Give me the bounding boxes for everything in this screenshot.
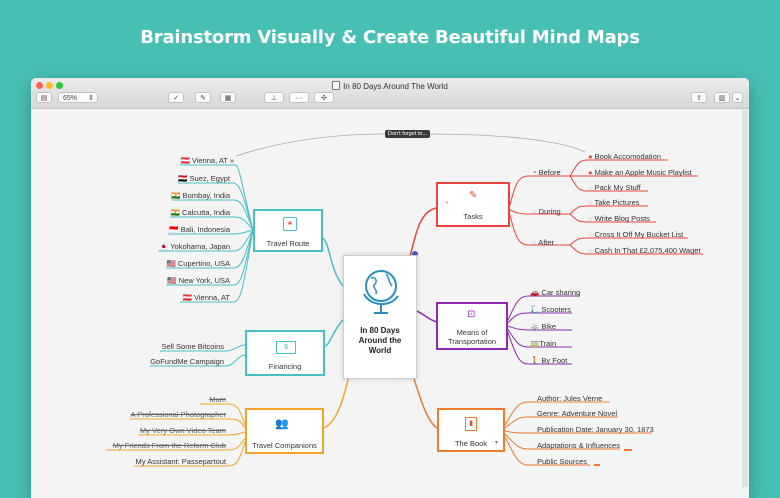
central-title: In 80 Days Around the World: [358, 326, 402, 355]
route-item-suez[interactable]: 🇪🇬 Suez, Egypt: [178, 174, 230, 183]
sidebar-toggle-button[interactable]: ▤: [36, 92, 52, 103]
tasks-node[interactable]: ◔ ✎ Tasks: [436, 182, 510, 227]
book-item-adaptations[interactable]: Adaptations & Influences: [537, 441, 620, 450]
book-item-genre[interactable]: Genre: Adventure Novel: [537, 409, 618, 418]
transport-item-foot[interactable]: 🚶 By Foot: [530, 356, 568, 365]
chevron-updown-icon: ⇕: [88, 95, 94, 102]
tooltip-label: Don't forget to...: [385, 130, 430, 138]
route-item-new-york[interactable]: 🇺🇸 New York, USA: [167, 276, 230, 285]
transport-node[interactable]: ⊡ Means of Transportation: [436, 302, 508, 350]
task-group-during[interactable]: ○ During: [532, 207, 561, 216]
book-item-publication-date[interactable]: Publication Date: January 30, 1873: [537, 425, 654, 434]
close-window-button[interactable]: [36, 82, 43, 89]
task-group-after[interactable]: ○ After: [532, 238, 555, 247]
book-item-public-sources[interactable]: Public Sources: [537, 457, 588, 466]
zoom-select[interactable]: 65%⇕: [58, 92, 98, 103]
tasks-title: Tasks: [463, 212, 483, 221]
transport-item-car[interactable]: 🚗 Car sharing: [530, 288, 581, 297]
share-button[interactable]: ⇪: [691, 92, 707, 103]
route-item-calcutta[interactable]: 🇮🇳 Calcutta, India: [170, 208, 230, 217]
travel-companions-node[interactable]: 👥 Travel Companions: [245, 408, 324, 454]
progress-icon: ○: [532, 207, 537, 216]
pin-icon: ✎: [469, 190, 478, 201]
progress-icon: ◔: [532, 168, 537, 177]
progress-ring-icon: ◔: [444, 200, 449, 207]
checkbox-icon[interactable]: ○: [588, 246, 593, 255]
route-item-yokohama[interactable]: 🇯🇵 Yokohama, Japan: [158, 242, 230, 251]
companion-item-video-team[interactable]: My Very Own Video Team: [139, 426, 226, 435]
task-item[interactable]: ○ Write Blog Posts: [588, 214, 650, 223]
task-item[interactable]: ○ Cross It Off My Bucket List: [588, 230, 684, 239]
money-icon: $: [276, 341, 296, 354]
financing-title: Financing: [268, 362, 302, 371]
checkbox-icon[interactable]: ○: [588, 230, 593, 239]
route-item-bombay[interactable]: 🇮🇳 Bombay, India: [171, 191, 230, 200]
focus-button[interactable]: ✣: [314, 92, 334, 103]
transport-item-train[interactable]: 🚃Train: [530, 339, 557, 348]
task-item[interactable]: ● Make an Apple Music Playlist: [588, 168, 692, 177]
task-item[interactable]: ● Book Accomodation: [588, 152, 661, 161]
add-child-button[interactable]: ⊥: [264, 92, 284, 103]
globe-icon: [363, 270, 399, 314]
transport-title-line2: Transportation: [447, 337, 497, 346]
task-group-before[interactable]: ◔ Before: [532, 168, 561, 177]
checkbox-icon[interactable]: ○: [588, 183, 593, 192]
companions-title: Travel Companions: [252, 441, 317, 450]
companion-item-photographer[interactable]: A Professional Photographer: [130, 410, 226, 419]
checked-icon[interactable]: ●: [588, 152, 593, 161]
progress-icon: ○: [532, 238, 537, 247]
book-item-author[interactable]: Author: Jules Verne: [537, 394, 603, 403]
travel-route-title: Travel Route: [266, 239, 310, 248]
more-button[interactable]: ···: [289, 92, 309, 103]
companion-item-mum[interactable]: Mum: [209, 395, 226, 404]
task-item[interactable]: ○ Take Pictures: [588, 198, 640, 207]
route-item-vienna-start[interactable]: 🇦🇹 Vienna, AT »: [180, 156, 234, 165]
companion-item-reform-club[interactable]: My Friends From the Reform Club: [112, 441, 226, 450]
transport-item-bike[interactable]: 🚲 Bike: [530, 322, 557, 331]
window-title: In 80 Days Around The World: [31, 81, 749, 91]
zoom-window-button[interactable]: [56, 82, 63, 89]
title-bar: In 80 Days Around The World ▤ 65%⇕ ✓ ✎ ▦…: [31, 78, 749, 109]
route-item-vienna-end[interactable]: 🇦🇹 Vienna, AT: [182, 293, 230, 302]
transport-item-scooters[interactable]: 🛴 Scooters: [530, 305, 572, 314]
marketing-headline: Brainstorm Visually & Create Beautiful M…: [140, 27, 640, 48]
checkbox-icon[interactable]: ○: [588, 198, 593, 207]
companion-item-passepartout[interactable]: My Assistant: Passepartout: [135, 457, 226, 466]
route-item-bali[interactable]: 🇮🇩 Bali, Indonesia: [169, 225, 230, 234]
minimize-window-button[interactable]: [46, 82, 53, 89]
financing-node[interactable]: $ Financing: [245, 330, 325, 376]
transport-title-line1: Means of: [456, 328, 488, 337]
task-item[interactable]: ○ Cash In That £2,075,400 Wager: [588, 246, 701, 255]
note-button[interactable]: ✎: [195, 92, 211, 103]
people-icon: 👥: [275, 418, 289, 430]
central-topic[interactable]: In 80 Days Around the World: [343, 255, 417, 379]
task-check-button[interactable]: ✓: [168, 92, 184, 103]
travel-route-node[interactable]: ✶ Travel Route: [253, 209, 323, 252]
mind-map-connections: [106, 133, 703, 467]
vertical-scrollbar[interactable]: [742, 110, 748, 487]
chevron-down-icon[interactable]: ⌄: [732, 92, 743, 103]
book-title: The Book: [454, 439, 488, 448]
checkbox-icon[interactable]: ○: [588, 214, 593, 223]
route-item-cupertino[interactable]: 🇺🇸 Cupertino, USA: [166, 259, 230, 268]
financing-item-bitcoins[interactable]: Sell Some Bitcoins: [161, 342, 224, 351]
image-button[interactable]: ▦: [220, 92, 236, 103]
route-map-icon: ✶: [283, 217, 297, 231]
document-icon: [332, 81, 341, 90]
book-node[interactable]: ▮ The Book ▾: [437, 408, 505, 452]
task-item[interactable]: ○ Pack My Stuff: [588, 183, 641, 192]
checked-icon[interactable]: ●: [588, 168, 593, 177]
financing-item-gofundme[interactable]: GoFundMe Campaign: [150, 357, 224, 366]
book-icon: ▮: [465, 417, 477, 431]
bus-icon: ⊡: [467, 309, 476, 320]
inspector-toggle-button[interactable]: ▥: [714, 92, 730, 103]
collapse-arrow-icon[interactable]: ▾: [494, 440, 498, 446]
